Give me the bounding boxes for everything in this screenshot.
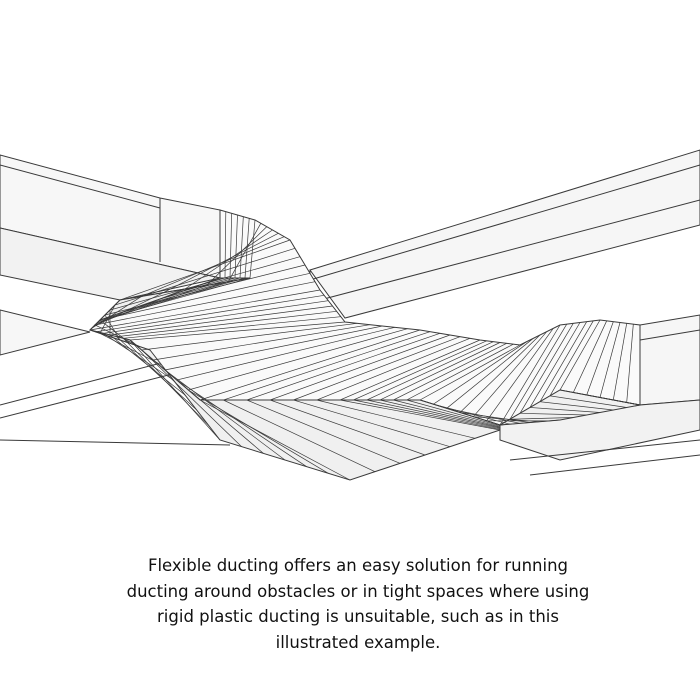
- duct-rib: [122, 316, 341, 426]
- caption-line: illustrated example.: [275, 632, 441, 652]
- duct-rib: [109, 305, 333, 396]
- duct-rib: [486, 328, 554, 422]
- duct-rib: [365, 341, 501, 429]
- duct-rib: [93, 281, 316, 348]
- left-rigid-duct: [0, 154, 236, 446]
- duct-rib: [175, 326, 396, 467]
- duct-rib: [164, 325, 383, 461]
- duct-rib: [140, 322, 358, 447]
- top-rigid-duct: [309, 149, 700, 319]
- duct-rib: [405, 343, 514, 427]
- duct-rib: [392, 342, 507, 428]
- duct-rib: [315, 337, 476, 439]
- duct-rib: [89, 289, 321, 351]
- duct-rib: [102, 300, 329, 381]
- duct-rib: [119, 218, 250, 314]
- duct-rib: [245, 332, 441, 464]
- duct-rib: [268, 334, 451, 456]
- caption-line: ducting around obstacles or in tight spa…: [126, 581, 590, 601]
- duct-rib: [338, 339, 501, 431]
- duct-rib: [93, 232, 279, 328]
- duct-rib: [378, 342, 501, 428]
- duct-rib: [529, 322, 601, 413]
- duct-rib: [187, 328, 408, 474]
- duct-rib: [99, 272, 311, 344]
- caption-line: rigid plastic ducting is unsuitable, suc…: [157, 607, 559, 626]
- duct-rib: [129, 321, 346, 441]
- duct-rib: [159, 214, 238, 300]
- duct-rib: [95, 294, 325, 366]
- duct-rib: [499, 324, 561, 426]
- duct-rib: [549, 320, 627, 408]
- duct-rib: [509, 324, 574, 420]
- duct-rib: [96, 226, 267, 324]
- duct-rib: [352, 340, 501, 430]
- duct-rib: [472, 331, 547, 423]
- duct-rib: [152, 324, 371, 454]
- duct-rib: [539, 321, 614, 411]
- duct-rib: [292, 336, 461, 448]
- flexible-duct: [89, 209, 641, 481]
- ducting-illustration: [0, 149, 700, 481]
- caption: Flexible ducting offers an easy solution…: [80, 553, 636, 655]
- duct-rib: [626, 324, 641, 406]
- right-rigid-duct: [499, 314, 700, 476]
- duct-rib: [199, 329, 421, 481]
- duct-rib: [222, 331, 431, 473]
- caption-line: Flexible ducting offers an easy solution…: [147, 556, 569, 575]
- duct-rib: [519, 323, 587, 416]
